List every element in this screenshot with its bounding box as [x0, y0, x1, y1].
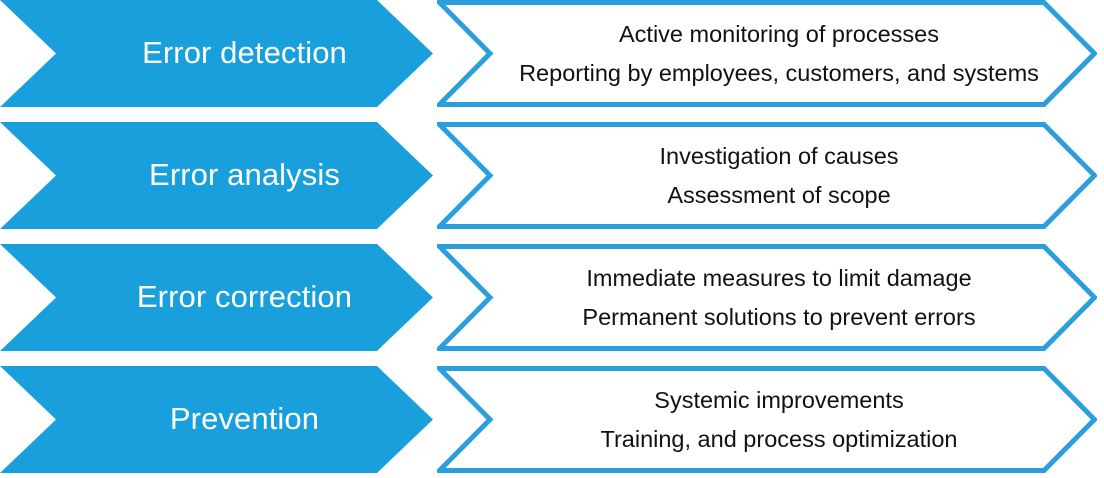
process-row: Error detection Active monitoring of pro…	[0, 0, 1104, 107]
stage-label: Error detection	[142, 35, 347, 71]
chevron-outline-icon	[437, 0, 1097, 107]
stage-label: Error analysis	[149, 157, 340, 193]
detail-text-block: Investigation of causes Assessment of sc…	[499, 122, 1059, 229]
process-row: Prevention Systemic improvements Trainin…	[0, 366, 1104, 473]
detail-line: Assessment of scope	[667, 181, 891, 208]
detail-line: Active monitoring of processes	[618, 20, 939, 47]
detail-text-block: Active monitoring of processes Reporting…	[499, 0, 1059, 107]
detail-line: Investigation of causes	[659, 142, 899, 169]
stage-chevron-error-detection[interactable]: Error detection	[0, 0, 433, 107]
chevron-outline-icon	[437, 244, 1097, 351]
stage-label: Prevention	[169, 401, 320, 437]
detail-chevron-prevention[interactable]: Systemic improvements Training, and proc…	[437, 366, 1097, 473]
stage-chevron-error-correction[interactable]: Error correction	[0, 244, 433, 351]
detail-chevron-error-correction[interactable]: Immediate measures to limit damage Perma…	[437, 244, 1097, 351]
detail-line: Immediate measures to limit damage	[586, 264, 972, 291]
stage-chevron-error-analysis[interactable]: Error analysis	[0, 122, 433, 229]
detail-chevron-error-detection[interactable]: Active monitoring of processes Reporting…	[437, 0, 1097, 107]
detail-text-block: Systemic improvements Training, and proc…	[499, 366, 1059, 473]
detail-chevron-error-analysis[interactable]: Investigation of causes Assessment of sc…	[437, 122, 1097, 229]
process-row: Error analysis Investigation of causes A…	[0, 122, 1104, 229]
detail-line: Training, and process optimization	[600, 425, 958, 452]
chevron-outline-icon	[437, 122, 1097, 229]
detail-text-block: Immediate measures to limit damage Perma…	[499, 244, 1059, 351]
detail-line: Systemic improvements	[654, 386, 904, 413]
stage-label: Error correction	[136, 279, 353, 315]
detail-line: Permanent solutions to prevent errors	[582, 303, 976, 330]
detail-line: Reporting by employees, customers, and s…	[519, 59, 1039, 86]
stage-chevron-prevention[interactable]: Prevention	[0, 366, 433, 473]
process-row: Error correction Immediate measures to l…	[0, 244, 1104, 351]
chevron-outline-icon	[437, 366, 1097, 473]
